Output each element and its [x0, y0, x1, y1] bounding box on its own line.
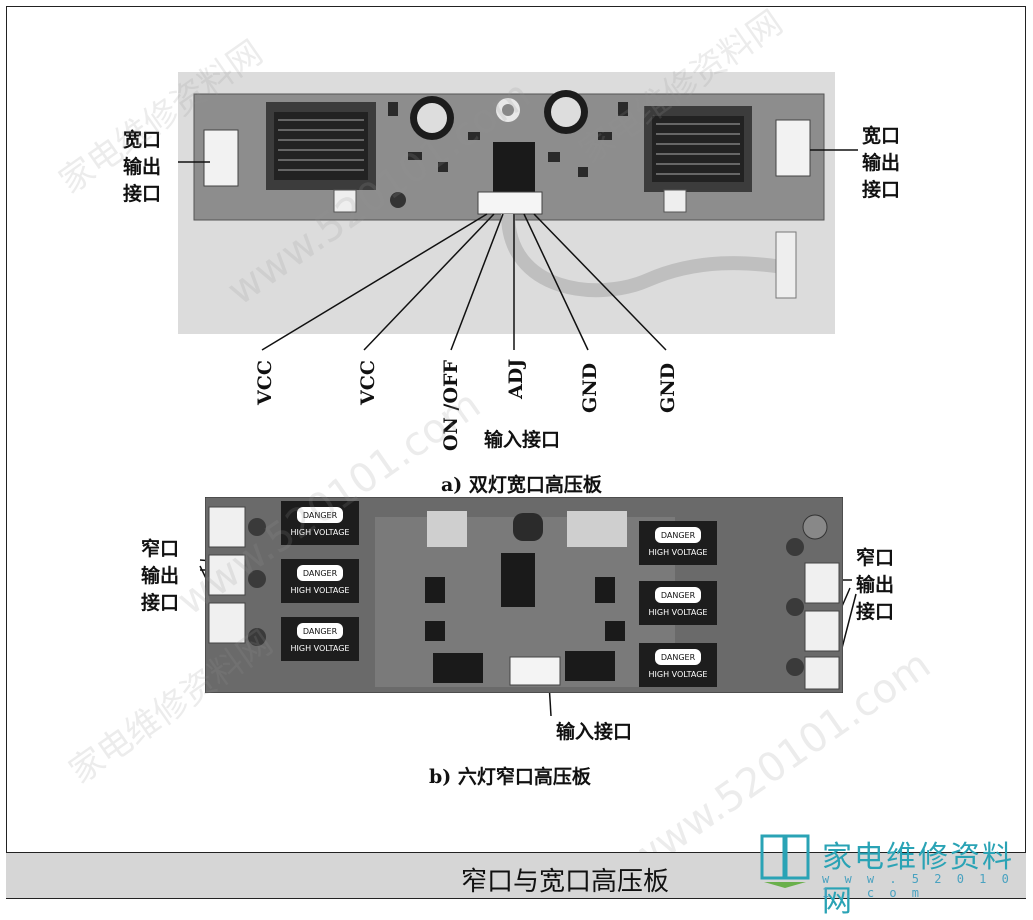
danger-text: DANGER [303, 627, 338, 636]
pin-label-adj: ADJ [505, 358, 527, 399]
label-line: 输出 [141, 565, 180, 587]
logo-url: w w w . 5 2 0 1 0 1 . c o m [822, 872, 1013, 900]
hv-text: HIGH VOLTAGE [291, 528, 350, 537]
danger-text: DANGER [661, 591, 696, 600]
dual-lamp-board-photo [178, 72, 835, 334]
label-line: 窄口 [141, 538, 180, 560]
pin-label-vcc-2: VCC [357, 360, 379, 405]
pin-label-gnd-1: GND [579, 362, 601, 413]
six-lamp-board-photo: DANGER HIGH VOLTAGE DANGER HIGH VOLTAGE … [205, 497, 843, 693]
pin-label-gnd-2: GND [657, 362, 679, 413]
figure-a-caption: a) 双灯宽口高压板 [441, 474, 602, 496]
figure-a-right-output-label: 宽口 输出 接口 [862, 123, 900, 204]
label-line: 宽口 [123, 129, 162, 151]
figure-b-caption: b) 六灯窄口高压板 [429, 766, 591, 788]
footer-title: 窄口与宽口高压板 [461, 867, 670, 897]
figure-b-left-output-label: 窄口 输出 接口 [141, 536, 179, 617]
danger-text: DANGER [661, 531, 696, 540]
hv-text: HIGH VOLTAGE [649, 608, 708, 617]
label-line: 宽口 [862, 125, 901, 147]
hv-text: HIGH VOLTAGE [649, 548, 708, 557]
danger-text: DANGER [303, 511, 338, 520]
figure-a-left-output-label: 宽口 输出 接口 [123, 127, 161, 208]
hv-text: HIGH VOLTAGE [649, 670, 708, 679]
label-line: 输出 [123, 156, 162, 178]
label-line: 接口 [141, 592, 180, 614]
danger-text: DANGER [303, 569, 338, 578]
figure-b-right-output-label: 窄口 输出 接口 [856, 545, 894, 626]
label-line: 接口 [123, 183, 162, 205]
hv-text: HIGH VOLTAGE [291, 644, 350, 653]
figure-a-input-label: 输入接口 [484, 429, 561, 451]
pin-label-vcc-1: VCC [254, 360, 276, 405]
figure-b-input-label: 输入接口 [556, 721, 633, 743]
pin-label-on-off: ON /OFF [440, 359, 462, 451]
logo-text: 家电维修资料网 [822, 840, 1014, 919]
site-logo: 家电维修资料网 w w w . 5 2 0 1 0 1 . c o m [756, 830, 1026, 919]
label-line: 输出 [856, 574, 895, 596]
danger-text: DANGER [661, 653, 696, 662]
label-line: 接口 [862, 179, 901, 201]
book-icon [760, 834, 810, 888]
footer-bar: 窄口与宽口高压板 [6, 852, 1026, 899]
label-line: 接口 [856, 601, 895, 623]
label-line: 输出 [862, 152, 901, 174]
label-line: 窄口 [856, 547, 895, 569]
hv-text: HIGH VOLTAGE [291, 586, 350, 595]
